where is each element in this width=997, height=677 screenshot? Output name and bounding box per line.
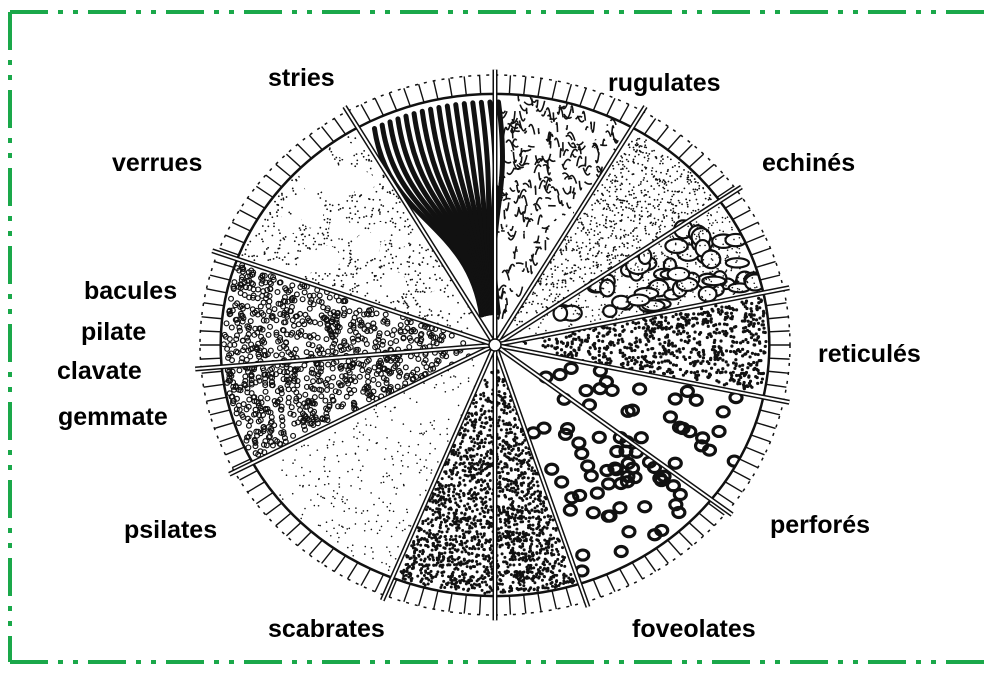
label-verrues: verrues <box>112 151 202 176</box>
label-clavate: clavate <box>57 359 142 384</box>
label-reticules: reticulés <box>818 342 921 367</box>
label-perfores: perforés <box>770 513 870 538</box>
label-foveolates: foveolates <box>632 617 756 642</box>
label-scabrates: scabrates <box>268 617 385 642</box>
label-rugulates: rugulates <box>608 71 721 96</box>
label-stries: stries <box>268 66 335 91</box>
label-echines: echinés <box>762 151 855 176</box>
pollen-ornamentation-disk <box>195 70 790 621</box>
label-pilate: pilate <box>81 320 146 345</box>
label-bacules: bacules <box>84 279 177 304</box>
disk-center <box>489 339 501 351</box>
label-psilates: psilates <box>124 518 217 543</box>
label-gemmate: gemmate <box>58 405 168 430</box>
